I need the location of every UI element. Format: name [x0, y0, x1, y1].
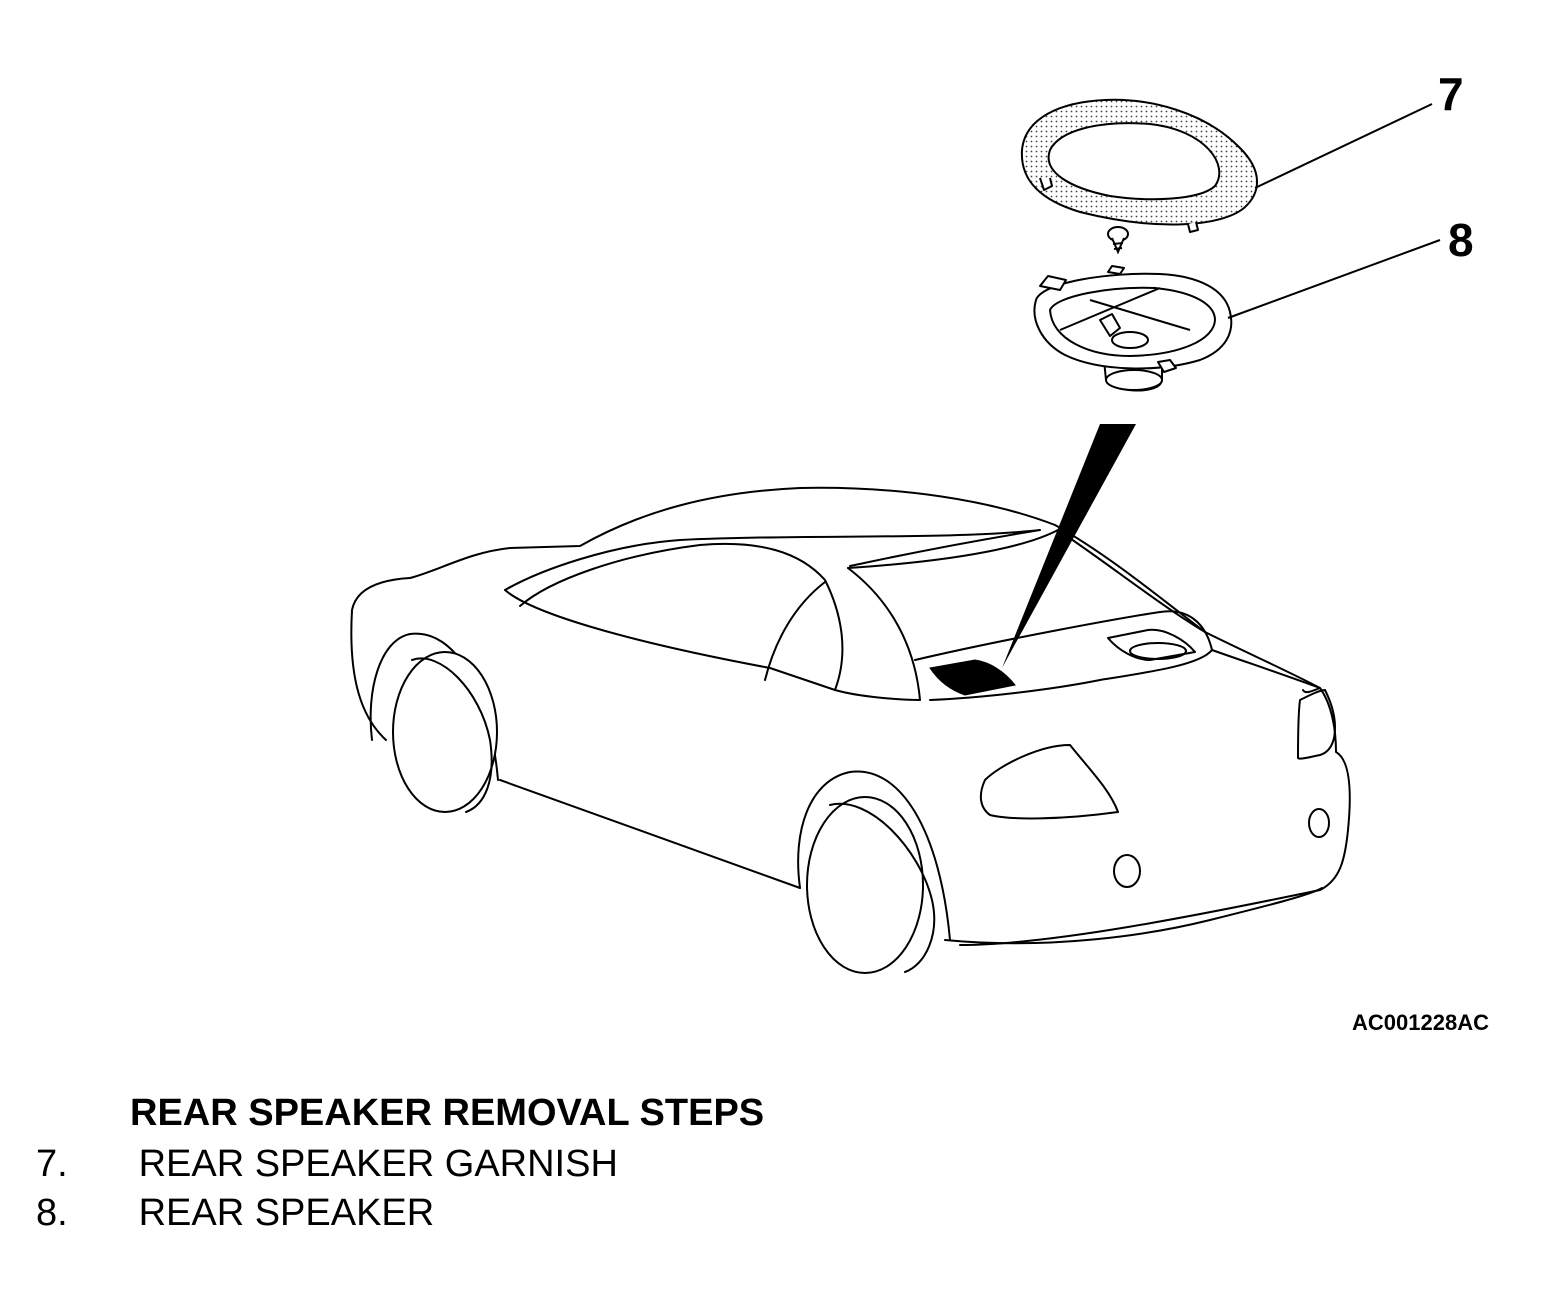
step-label: REAR SPEAKER — [138, 1192, 435, 1234]
speaker-garnish-part — [1020, 98, 1258, 233]
step-item: 8. REAR SPEAKER — [36, 1192, 434, 1235]
car-illustration — [350, 486, 1351, 974]
step-number: 8. — [36, 1192, 68, 1234]
step-label: REAR SPEAKER GARNISH — [138, 1143, 618, 1185]
leader-line-7 — [1254, 103, 1433, 189]
screw — [1107, 226, 1129, 255]
callout-8: 8 — [1448, 214, 1474, 266]
steps-title: REAR SPEAKER REMOVAL STEPS — [130, 1092, 765, 1134]
step-item: 7. REAR SPEAKER GARNISH — [36, 1143, 618, 1186]
speaker-location-marker — [929, 659, 1016, 696]
step-number: 7. — [36, 1143, 68, 1185]
rear-speaker-part — [1033, 265, 1233, 392]
leader-line-8 — [1227, 239, 1441, 319]
figure-code: AC001228AC — [1352, 1010, 1489, 1035]
pointer-wedge — [1002, 424, 1136, 668]
callout-7: 7 — [1438, 68, 1464, 120]
